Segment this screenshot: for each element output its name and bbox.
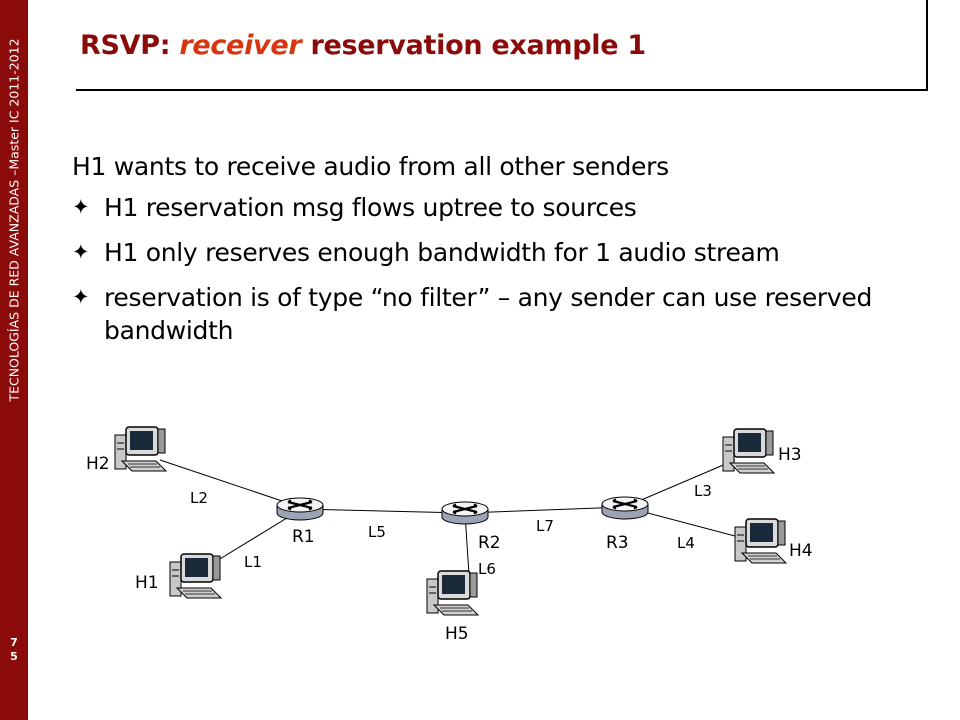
title-underline [76, 89, 928, 91]
bullet-item: ✦ H1 reservation msg flows uptree to sour… [72, 191, 922, 224]
bullet-text: reservation is of type “no filter” – any… [104, 283, 873, 345]
intro-text: H1 wants to receive audio from all other… [72, 152, 669, 181]
link-label: L1 [244, 553, 262, 571]
slide-title: RSVP: receiver reservation example 1 [80, 30, 646, 61]
link-label: L5 [368, 523, 386, 541]
page-number: 7 5 [0, 636, 28, 664]
host-label: H3 [778, 445, 802, 465]
link-l1 [209, 509, 301, 566]
host-h4: H4 [734, 518, 813, 564]
router-label: R2 [478, 533, 501, 553]
sidebar: TECNOLOGÍAS DE RED AVANZADAS –Master IC … [0, 0, 28, 720]
network-diagram: H2 H1 H5 H3 H4 R1 R2 R3 L2 L1 L5 L7 L6 L… [86, 426, 813, 644]
host-h1: H1 [135, 553, 222, 599]
host-h3: H3 [722, 428, 802, 474]
link-l2 [159, 459, 301, 508]
host-label: H2 [86, 454, 110, 474]
bullet-item: ✦ reservation is of type “no filter” – an… [72, 281, 922, 347]
host-h5: H5 [426, 570, 479, 644]
bullet-icon: ✦ [72, 240, 90, 264]
page-digit: 7 [10, 636, 18, 649]
link-l3 [624, 459, 736, 508]
link-l6 [299, 508, 466, 514]
title-vertical-rule [926, 0, 928, 91]
link-label: L7 [536, 517, 554, 535]
bullet-icon: ✦ [72, 195, 90, 219]
link-label: L2 [190, 489, 208, 507]
host-label: H1 [135, 573, 159, 593]
host-label: H5 [445, 624, 469, 644]
router-icon [275, 496, 325, 522]
computer-icon [734, 518, 787, 564]
bullet-list: ✦ H1 reservation msg flows uptree to sour… [72, 191, 922, 347]
router-r1: R1 [275, 496, 325, 547]
link-label: L6 [478, 560, 496, 578]
router-label: R1 [292, 527, 315, 547]
course-label: TECNOLOGÍAS DE RED AVANZADAS –Master IC … [6, 38, 22, 402]
router-r3: R3 [600, 495, 650, 553]
bullet-text: H1 only reserves enough bandwidth for 1 … [104, 238, 780, 267]
computer-icon [169, 553, 222, 599]
title-suffix: reservation example 1 [301, 30, 646, 61]
router-r2: R2 [440, 500, 501, 553]
computer-icon [426, 570, 479, 616]
title-prefix: RSVP: [80, 30, 180, 61]
slide-body: H1 wants to receive audio from all other… [72, 148, 922, 359]
link-label: L3 [694, 482, 712, 500]
router-icon [440, 500, 490, 526]
router-label: R3 [606, 533, 629, 553]
router-icon [600, 495, 650, 521]
title-emphasis: receiver [179, 30, 302, 61]
link-label: L4 [677, 534, 695, 552]
bullet-icon: ✦ [72, 285, 90, 309]
bullet-item: ✦ H1 only reserves enough bandwidth for 1… [72, 236, 922, 269]
page-digit: 5 [10, 650, 18, 663]
computer-icon [722, 428, 775, 474]
link-l7 [464, 506, 626, 514]
computer-icon [114, 426, 167, 472]
bullet-text: H1 reservation msg flows uptree to sourc… [104, 193, 637, 222]
host-label: H4 [789, 541, 813, 561]
host-h2: H2 [86, 426, 167, 474]
